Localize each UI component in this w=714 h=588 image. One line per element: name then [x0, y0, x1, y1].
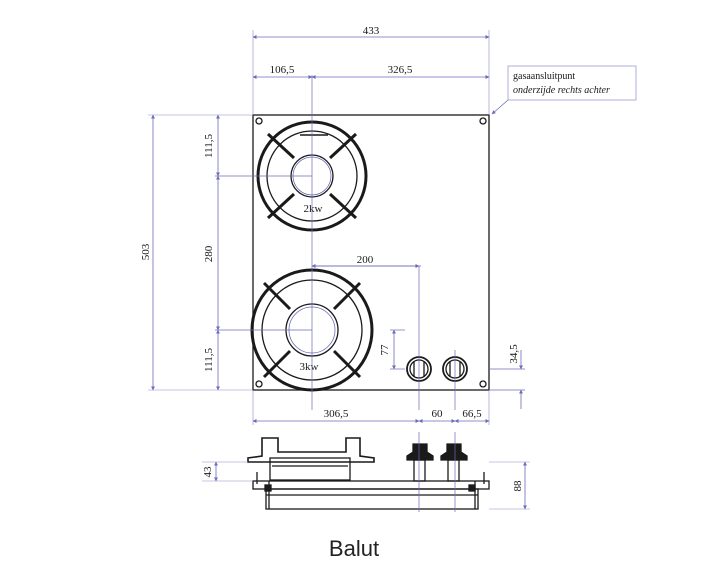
dim-left-right-offset: 106,5 326,5: [252, 64, 490, 79]
burner-top-power-label: 2kw: [304, 203, 323, 215]
svg-text:200: 200: [357, 254, 374, 266]
side-view: [202, 432, 530, 512]
drawing-title: Balut: [329, 536, 379, 561]
side-knob-right: [440, 443, 468, 482]
svg-text:111,5: 111,5: [203, 348, 215, 372]
svg-text:111,5: 111,5: [203, 134, 215, 158]
corner-screw-br: [479, 380, 487, 388]
corner-screw-bl: [255, 380, 263, 388]
dim-knob-vertical: 77: [379, 329, 396, 370]
burner-bottom-power-label: 3kw: [300, 361, 319, 373]
svg-text:66,5: 66,5: [462, 408, 482, 420]
svg-text:280: 280: [203, 245, 215, 262]
dim-total-depth: 503: [140, 114, 155, 391]
dim-side-total: 88: [512, 461, 527, 510]
side-knob-left: [406, 443, 434, 482]
svg-text:onderzijde rechts achter: onderzijde rechts achter: [513, 85, 610, 96]
svg-text:34,5: 34,5: [508, 344, 520, 364]
dim-burner-spacing: 111,5 280 111,5: [203, 114, 220, 391]
dim-bottom-row: 306,5 60 66,5: [252, 408, 490, 423]
corner-screw-tr: [479, 117, 487, 125]
corner-screw-tl: [255, 117, 263, 125]
dim-knob-horizontal: 200: [311, 254, 420, 268]
svg-text:433: 433: [363, 25, 380, 37]
hob-outline: [252, 114, 490, 391]
dim-knob-from-edge: 34,5: [508, 344, 523, 409]
svg-text:306,5: 306,5: [324, 408, 349, 420]
top-view: 2kw 3kw: [148, 30, 525, 425]
dim-side-small: 43: [202, 461, 218, 482]
svg-text:60: 60: [432, 408, 444, 420]
svg-text:88: 88: [512, 480, 524, 492]
dim-total-width: 433: [252, 25, 490, 39]
svg-text:gasaansluitpunt: gasaansluitpunt: [513, 71, 575, 82]
svg-text:326,5: 326,5: [388, 64, 413, 76]
gas-connection-note: gasaansluitpunt onderzijde rechts achter: [491, 65, 637, 115]
svg-text:43: 43: [202, 466, 214, 478]
svg-text:77: 77: [379, 344, 391, 356]
svg-text:503: 503: [140, 243, 152, 260]
svg-text:106,5: 106,5: [270, 64, 295, 76]
